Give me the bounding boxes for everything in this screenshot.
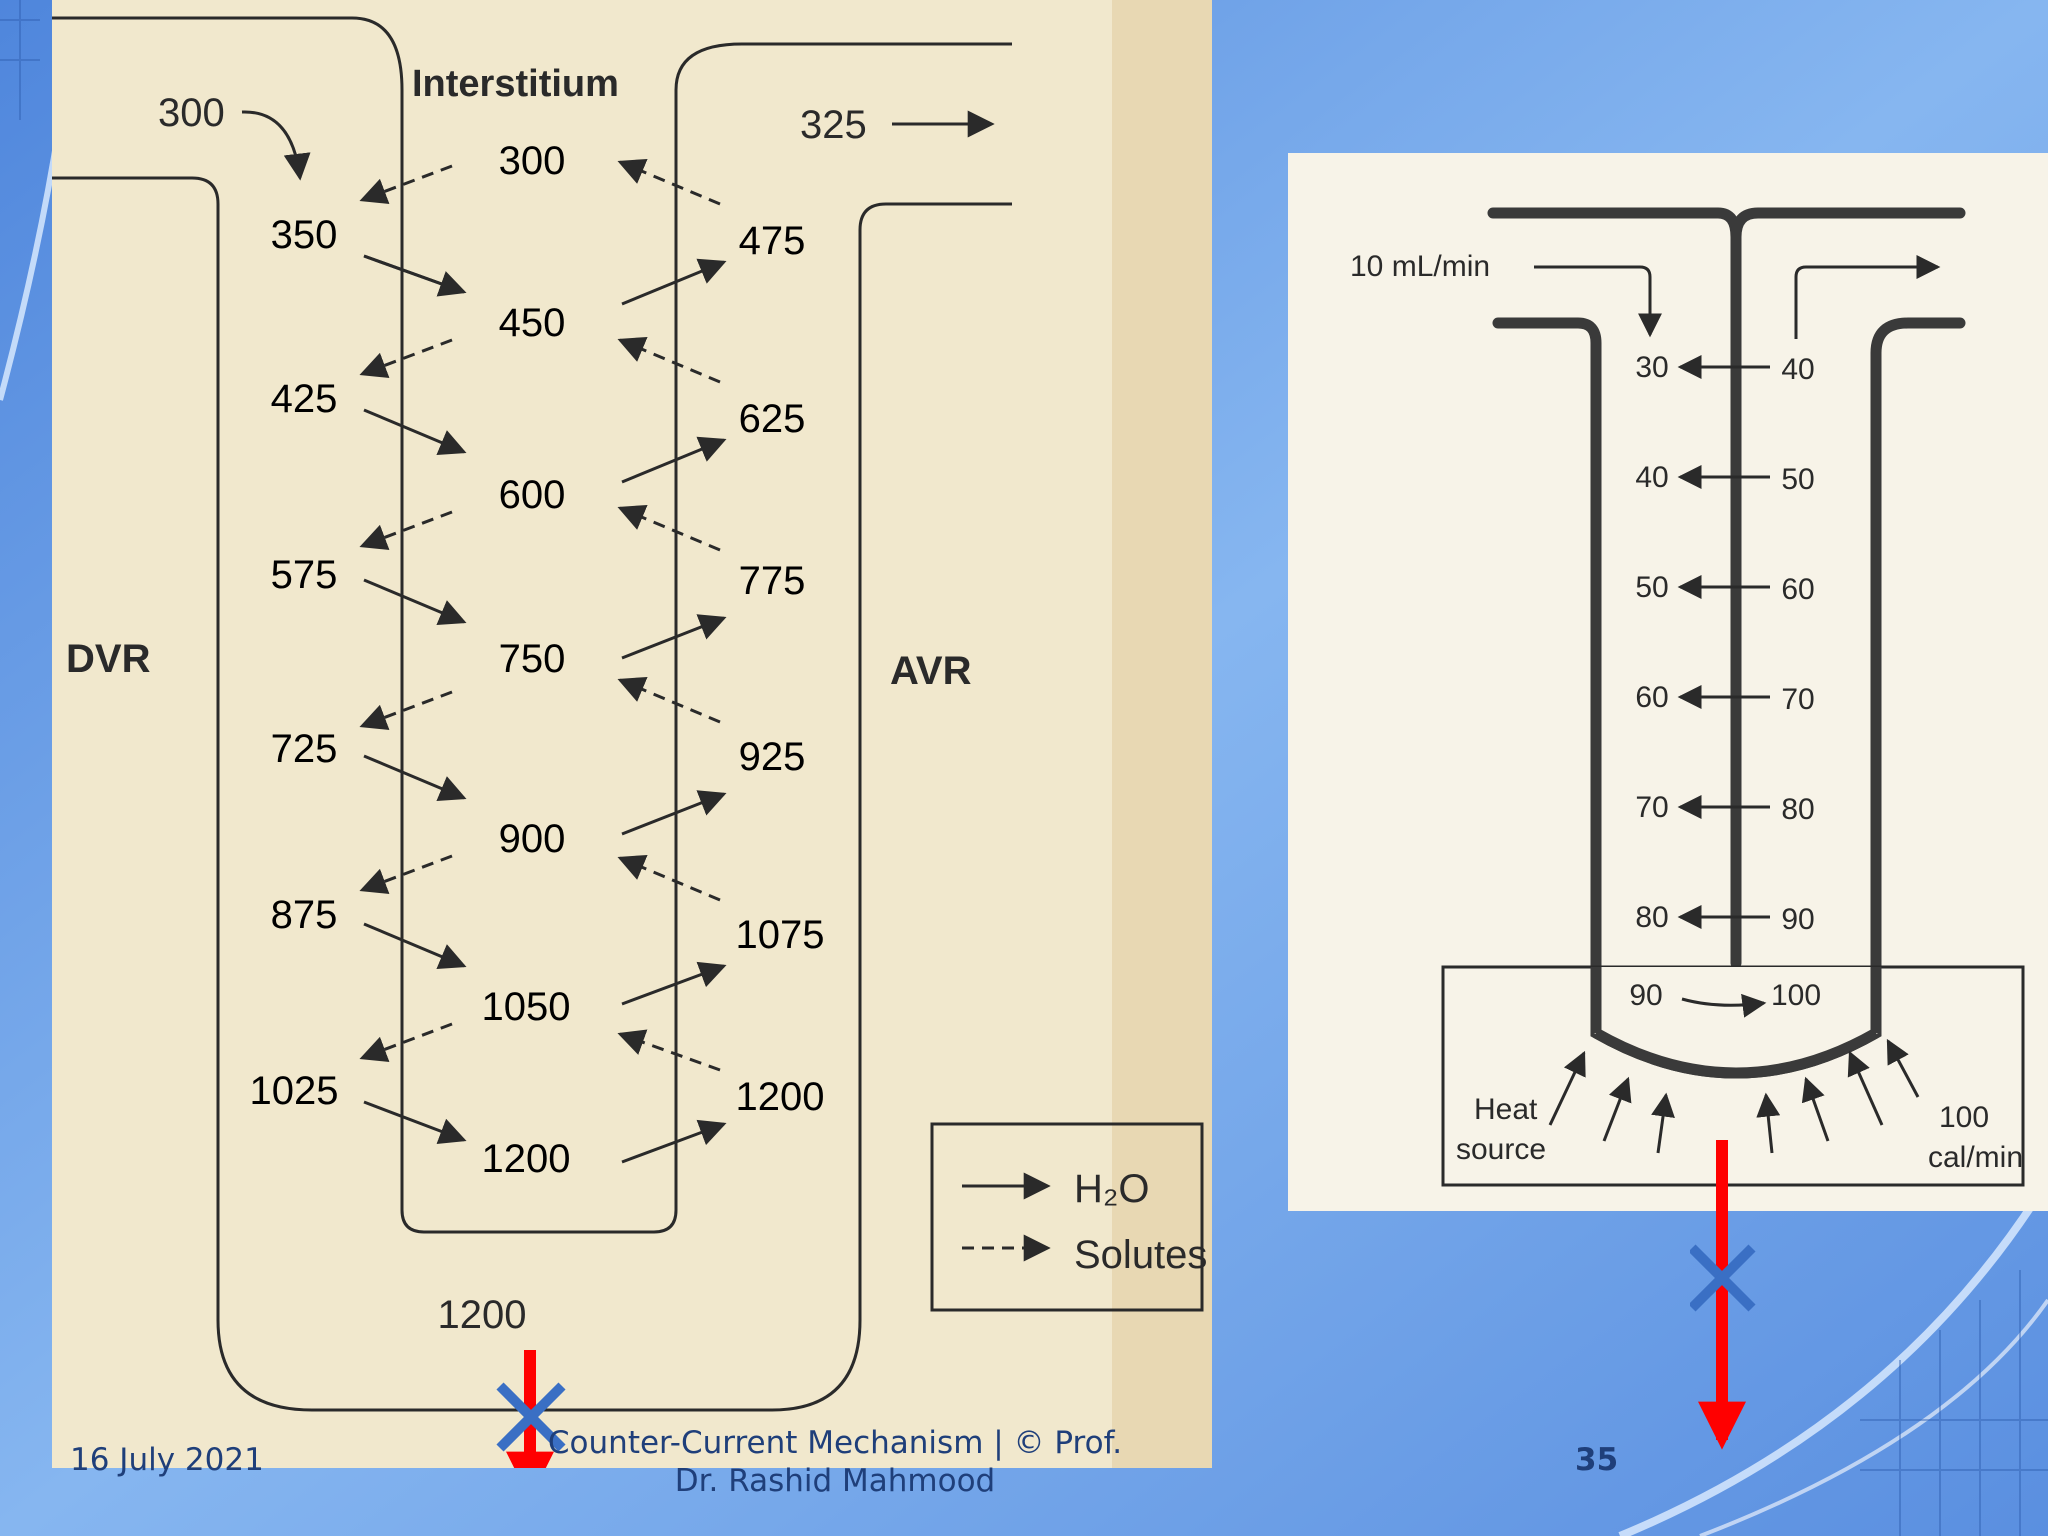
- interstitium-value: 600: [499, 473, 566, 517]
- temperature-values: 30 40 50 60 70 80 40 50 60 70 80 90 90 1…: [1629, 351, 1821, 1012]
- ascending-temp: 40: [1781, 353, 1814, 386]
- interstitium-value: 750: [499, 637, 566, 681]
- dvr-label: DVR: [66, 637, 151, 681]
- bottom-left-temp: 90: [1629, 979, 1662, 1012]
- descending-temp: 40: [1635, 461, 1668, 494]
- legend: H₂O Solutes: [930, 1122, 1207, 1312]
- flow-rate-label: 10 mL/min: [1350, 250, 1490, 283]
- interstitium-value: 1200: [482, 1137, 571, 1181]
- footer-date: 16 July 2021: [70, 1442, 264, 1478]
- avr-value: 775: [739, 559, 806, 603]
- ascending-temp: 50: [1781, 463, 1814, 496]
- ascending-temp: 60: [1781, 573, 1814, 606]
- interstitium-values: 300 450 600 750 900 1050 1200: [482, 139, 571, 1181]
- dvr-value: 875: [271, 893, 338, 937]
- avr-values: 475 625 775 925 1075 1200: [736, 219, 825, 1119]
- heat-input-arrows: [1548, 1038, 1920, 1154]
- dvr-value: 575: [271, 553, 338, 597]
- footer-title-line2: Dr. Rashid Mahmood: [674, 1463, 996, 1499]
- heat-rate-label-line1: 100: [1939, 1101, 1989, 1134]
- avr-label: AVR: [890, 649, 972, 693]
- heat-rate-label-line2: cal/min: [1928, 1141, 2023, 1174]
- blocked-flow-arrow-right: [1690, 1140, 1756, 1450]
- dvr-values: 350 425 575 725 875 1025: [250, 213, 339, 1113]
- descending-temp: 30: [1635, 351, 1668, 384]
- heat-source-label-line2: source: [1456, 1133, 1546, 1166]
- avr-value: 1075: [736, 913, 825, 957]
- avr-value: 475: [739, 219, 806, 263]
- heat-source-label-line1: Heat: [1474, 1093, 1538, 1126]
- dvr-value: 425: [271, 377, 338, 421]
- inflow-value: 300: [158, 91, 225, 135]
- avr-value: 625: [739, 397, 806, 441]
- descending-temp: 80: [1635, 901, 1668, 934]
- bottom-right-temp: 100: [1771, 979, 1821, 1012]
- heat-exchanger-card: 10 mL/min 30 40 50 60 70 80 40 50 60 70 …: [1288, 153, 2048, 1211]
- ascending-temp: 90: [1781, 903, 1814, 936]
- outflow-value: 325: [800, 103, 867, 147]
- heat-transfer-arrows: [1677, 355, 1770, 1018]
- ascending-temp: 70: [1781, 683, 1814, 716]
- avr-value: 925: [739, 735, 806, 779]
- footer-title: Counter-Current Mechanism | © Prof. Dr. …: [520, 1424, 1150, 1500]
- dvr-value: 350: [271, 213, 338, 257]
- paper-background: [52, 0, 1212, 1468]
- cross-icon: [496, 1382, 566, 1452]
- interstitium-value: 900: [499, 817, 566, 861]
- page-number: 35: [1575, 1442, 1619, 1478]
- ascending-temp: 80: [1781, 793, 1814, 826]
- vasa-recta-diagram: Interstitium 300 325 DVR AVR 1200 350 42…: [52, 0, 1212, 1468]
- cross-icon: [1690, 1244, 1756, 1312]
- interstitium-value: 450: [499, 301, 566, 345]
- bottom-value: 1200: [438, 1293, 527, 1337]
- footer-title-line1: Counter-Current Mechanism | © Prof.: [547, 1425, 1123, 1461]
- legend-solutes-label: Solutes: [1074, 1233, 1207, 1277]
- interstitium-label: Interstitium: [412, 63, 619, 105]
- avr-value: 1200: [736, 1075, 825, 1119]
- interstitium-value: 1050: [482, 985, 571, 1029]
- dvr-value: 725: [271, 727, 338, 771]
- dvr-value: 1025: [250, 1069, 339, 1113]
- legend-water-label: H₂O: [1074, 1167, 1150, 1211]
- descending-temp: 70: [1635, 791, 1668, 824]
- interstitium-value: 300: [499, 139, 566, 183]
- exchange-arrows: [359, 158, 727, 1164]
- descending-temp: 60: [1635, 681, 1668, 714]
- descending-temp: 50: [1635, 571, 1668, 604]
